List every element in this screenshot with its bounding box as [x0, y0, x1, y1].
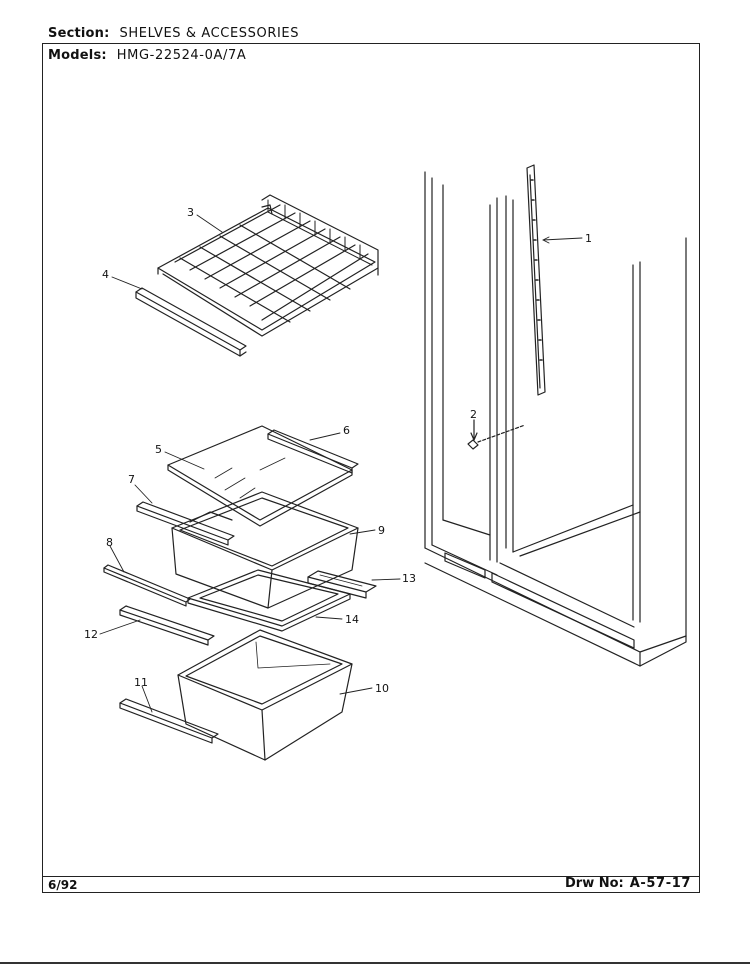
callout-13: 13	[402, 572, 416, 585]
page-bottom-rule	[0, 962, 750, 964]
drawing-number-label: Drw No:	[565, 876, 624, 891]
drawing-frame	[42, 43, 700, 893]
callout-14: 14	[345, 613, 359, 626]
part-10-bottom-pan	[177, 629, 353, 761]
models-label: Models:	[48, 48, 107, 63]
models-title: Models: HMG-22524-0A/7A	[48, 48, 246, 63]
part-5-glass-shelf	[167, 425, 353, 527]
part-9-crisper-pan	[171, 491, 359, 609]
models-value: HMG-22524-0A/7A	[116, 48, 247, 63]
part-7-front-trim	[136, 501, 235, 546]
callout-4: 4	[102, 268, 109, 281]
part-6-glass-trim	[267, 429, 359, 474]
callout-6: 6	[343, 424, 350, 437]
callout-8: 8	[106, 536, 113, 549]
part-1-shelf-ladder	[526, 164, 546, 396]
callout-labels: 1 2 3 4 5 6 7 8 9 10 11 12 13 14	[84, 206, 592, 695]
cabinet-outline	[424, 171, 687, 667]
part-3-wire-shelf	[157, 194, 379, 337]
callout-2: 2	[470, 408, 477, 421]
part-14-cover-frame	[187, 569, 351, 632]
callout-1: 1	[585, 232, 592, 245]
section-title: Section: SHELVES & ACCESSORIES	[48, 26, 299, 41]
callout-5: 5	[155, 443, 162, 456]
callout-12: 12	[84, 628, 98, 641]
part-8-side-rail	[103, 564, 191, 607]
part-12-side-rail	[119, 605, 215, 646]
callout-10: 10	[375, 682, 389, 695]
callout-11: 11	[134, 676, 148, 689]
callout-9: 9	[378, 524, 385, 537]
drawing-date: 6/92	[48, 878, 78, 892]
part-4-shelf-trim	[135, 287, 247, 357]
section-value: SHELVES & ACCESSORIES	[119, 26, 300, 41]
part-2-screw	[467, 419, 526, 450]
section-label: Section:	[48, 26, 110, 41]
callout-3: 3	[187, 206, 194, 219]
leader-lines	[99, 214, 583, 713]
drawing-number: Drw No: A-57-17	[565, 876, 691, 891]
drawing-number-value: A-57-17	[629, 876, 691, 891]
footer-divider	[42, 876, 700, 877]
part-11-bottom-rail	[119, 698, 219, 744]
callout-7: 7	[128, 473, 135, 486]
